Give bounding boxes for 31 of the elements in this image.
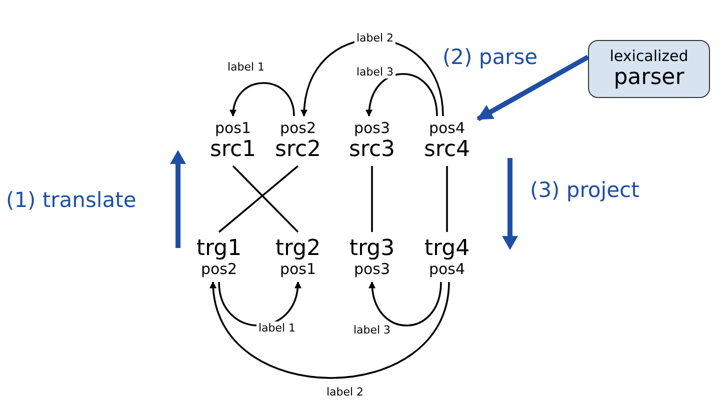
word-label: trg2 <box>275 236 321 262</box>
pos-tag: pos2 <box>200 261 238 278</box>
step-label: (3) project <box>530 178 640 202</box>
pos-tag: pos3 <box>354 120 390 137</box>
word-label: trg3 <box>349 236 395 262</box>
pos-tag: pos1 <box>214 120 252 137</box>
arrow <box>230 82 295 117</box>
arrow <box>210 281 450 379</box>
word-label: trg4 <box>424 236 470 262</box>
arrow <box>369 281 442 326</box>
arrow <box>476 54 590 122</box>
pos-tag: pos3 <box>354 261 390 278</box>
pos-tag: pos2 <box>280 120 316 137</box>
word-label: src3 <box>348 136 396 162</box>
word-label: trg1 <box>196 236 242 262</box>
step-label: (1) translate <box>6 188 136 212</box>
parser-box <box>588 40 710 98</box>
arrow <box>366 73 438 117</box>
word-label: src1 <box>210 136 256 162</box>
pos-tag: pos4 <box>428 261 466 278</box>
alignment-line <box>371 166 373 232</box>
alignment-line <box>232 165 299 233</box>
edge-label: label 2 <box>354 32 396 44</box>
alignment-line <box>446 166 448 232</box>
box-text: lexicalized <box>610 48 688 65</box>
alignment-line <box>218 165 299 233</box>
word-label: src2 <box>274 136 322 162</box>
pos-tag: pos1 <box>280 261 316 278</box>
pos-tag: pos4 <box>428 120 466 137</box>
word-label: src4 <box>424 136 470 162</box>
box-text: parser <box>614 64 684 90</box>
